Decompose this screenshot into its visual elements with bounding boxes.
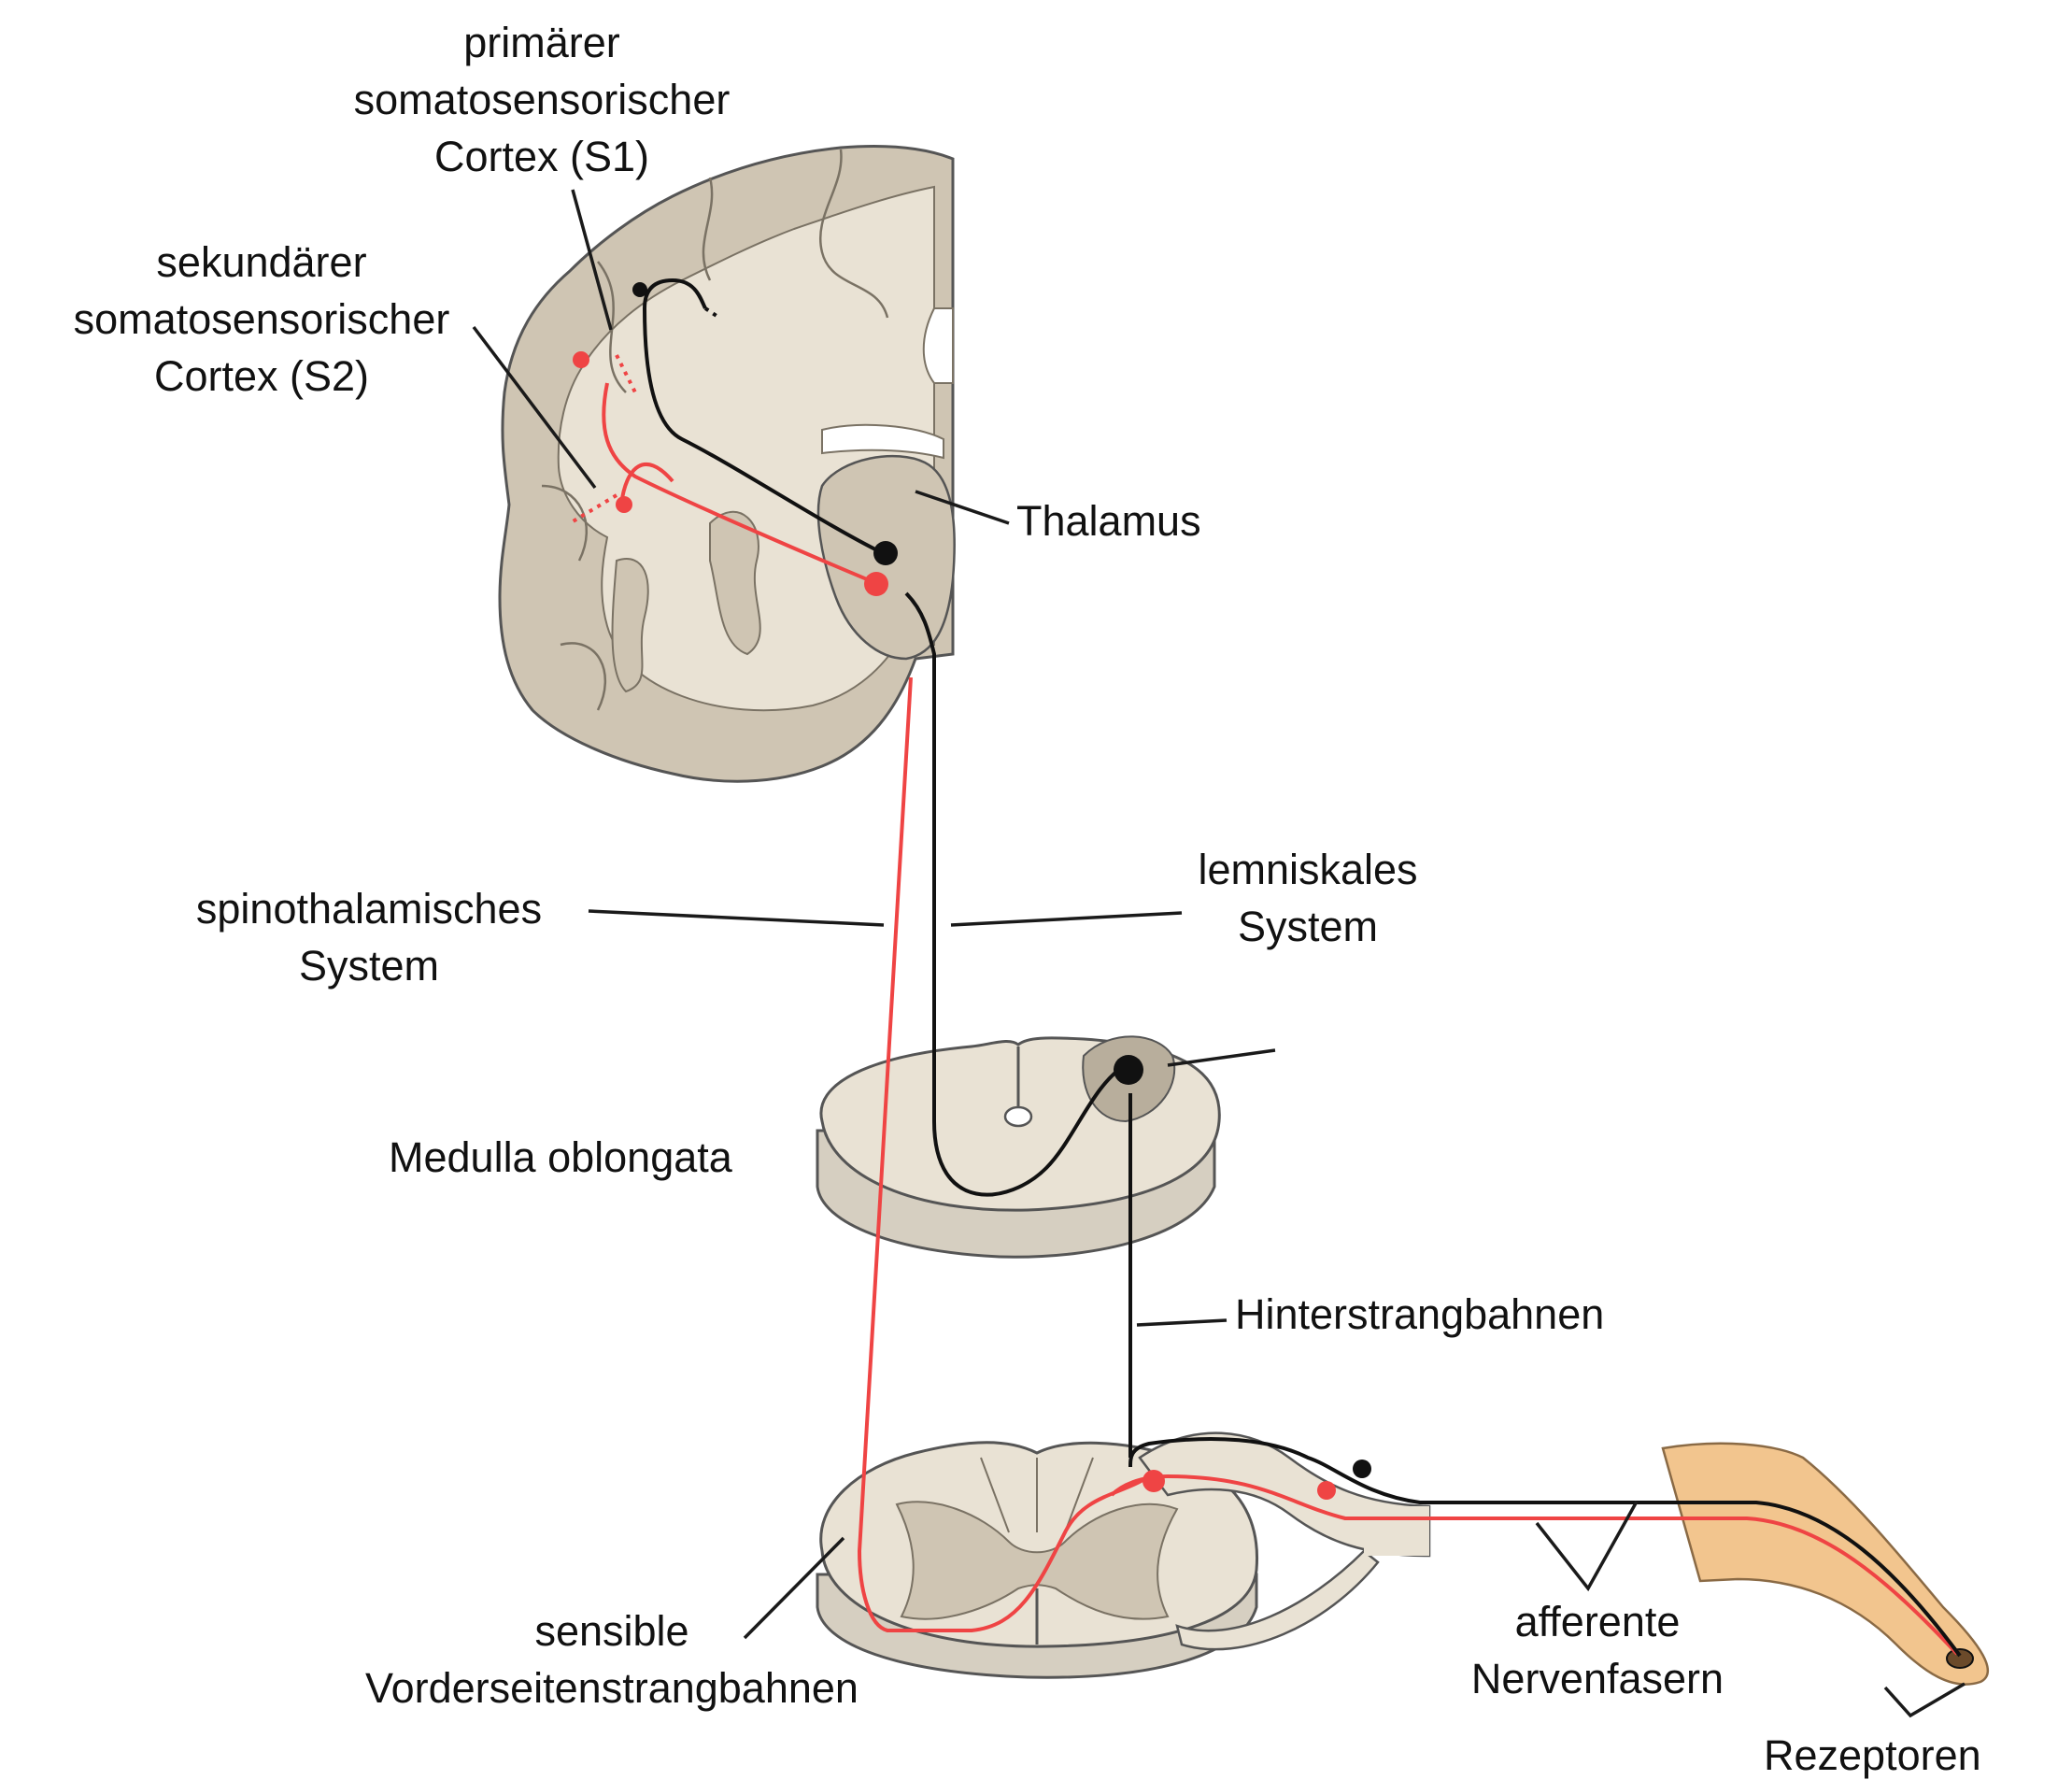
- red-ganglion-cell: [1317, 1481, 1336, 1500]
- label-afferent-line-1: afferente: [1514, 1598, 1681, 1645]
- label-medulla-text: Medulla oblongata: [389, 1133, 732, 1181]
- leader-thalamus: [915, 490, 1010, 525]
- label-s2-line-1: sekundärer: [156, 238, 367, 286]
- black-peripheral-fiber: [1128, 1437, 1962, 1658]
- sulcus-1: [819, 149, 889, 319]
- sulcus-2: [702, 177, 714, 281]
- leader-afferent: [1535, 1501, 1639, 1592]
- spinal-nerve: [1364, 1506, 1429, 1556]
- leader-s2: [472, 325, 597, 490]
- ventricle-notch: [922, 307, 954, 384]
- leader-lines: [472, 189, 1966, 1718]
- red-thalamic-fiber: [602, 382, 879, 586]
- label-receptors: Rezeptoren: [1764, 1727, 1981, 1780]
- label-thalamus: Thalamus: [1016, 492, 1201, 549]
- label-s2-line-3: Cortex (S2): [153, 352, 370, 400]
- red-s2-cell: [616, 496, 632, 513]
- label-secondary-cortex: sekundärer somatosensorischer Cortex (S2…: [28, 234, 495, 405]
- ventricle: [821, 423, 944, 460]
- lemniscal-cells: [632, 282, 1371, 1478]
- sulcus-3: [597, 261, 627, 393]
- label-lemniscal-system: lemniskales System: [1158, 841, 1457, 955]
- spinal-cord-section: [816, 1431, 1431, 1679]
- label-s2-line-2: somatosensorischer: [73, 295, 450, 343]
- red-thalamic-cell: [864, 572, 888, 596]
- label-anterolateral-tracts: sensible Vorderseitenstrangbahnen: [318, 1602, 906, 1716]
- leader-spinothalamic: [588, 909, 885, 927]
- label-anterolateral-line-2: Vorderseitenstrangbahnen: [365, 1664, 859, 1712]
- black-thalamic-cell: [873, 541, 898, 565]
- black-thalamocortical-fiber: [642, 278, 884, 555]
- leader-medulla-nucleus: [1167, 1048, 1276, 1067]
- black-s1-dotted: [703, 306, 721, 320]
- dorsal-funiculus-lines: [980, 1457, 1094, 1533]
- gyrus-inner-2: [611, 558, 649, 693]
- label-lemniscal-line-2: System: [1237, 903, 1379, 950]
- leader-dorsal-column: [1136, 1318, 1228, 1327]
- label-spinothalamic-line-2: System: [298, 942, 440, 990]
- label-thalamus-text: Thalamus: [1016, 497, 1201, 545]
- gyrus-inner-1: [709, 510, 761, 656]
- label-lemniscal-line-1: lemniskales: [1198, 846, 1418, 893]
- label-afferent-line-2: Nervenfasern: [1470, 1655, 1724, 1702]
- red-s1-cell: [573, 351, 589, 368]
- red-dorsal-horn-cell: [1142, 1470, 1165, 1492]
- red-s2-branch: [619, 462, 674, 506]
- leader-s1: [571, 189, 613, 331]
- label-s1-line-1: primärer: [463, 19, 620, 66]
- medulla-central-canal: [1003, 1105, 1033, 1128]
- black-nucleus-cell: [1114, 1055, 1143, 1085]
- ventral-root: [1175, 1549, 1380, 1651]
- black-s1-cell: [632, 282, 647, 297]
- label-dorsal-column-text: Hinterstrangbahnen: [1235, 1290, 1605, 1338]
- label-spinothalamic-system: spinothalamisches System: [131, 880, 607, 994]
- leader-lemniscal: [950, 911, 1183, 927]
- spinothalamic-cells: [573, 351, 1336, 1500]
- label-primary-cortex: primärer somatosensorischer Cortex (S1): [308, 14, 775, 185]
- black-ganglion-cell: [1353, 1460, 1371, 1478]
- gray-matter: [895, 1501, 1179, 1620]
- receptor-ending: [1946, 1648, 1974, 1669]
- label-anterolateral-line-1: sensible: [534, 1607, 689, 1655]
- brain-section: [498, 145, 956, 783]
- sulcus-4: [541, 484, 589, 562]
- leader-receptors: [1883, 1682, 1966, 1718]
- label-medulla-oblongata: Medulla oblongata: [389, 1129, 732, 1186]
- label-s1-line-2: somatosensorischer: [353, 76, 731, 123]
- label-afferent-fibers: afferente Nervenfasern: [1429, 1593, 1766, 1707]
- red-s1-dotted: [615, 354, 637, 393]
- leader-anterolateral: [743, 1536, 845, 1640]
- label-dorsal-column-tracts: Hinterstrangbahnen: [1235, 1286, 1604, 1343]
- black-medial-lemniscus: [904, 591, 1128, 1197]
- red-second-order-fiber: [857, 676, 1151, 1632]
- label-receptors-text: Rezeptoren: [1764, 1731, 1981, 1779]
- label-spinothalamic-line-1: spinothalamisches: [195, 885, 543, 933]
- label-s1-line-3: Cortex (S1): [433, 133, 650, 180]
- sulcus-5: [560, 642, 607, 711]
- lemniscal-pathway: [642, 278, 1962, 1658]
